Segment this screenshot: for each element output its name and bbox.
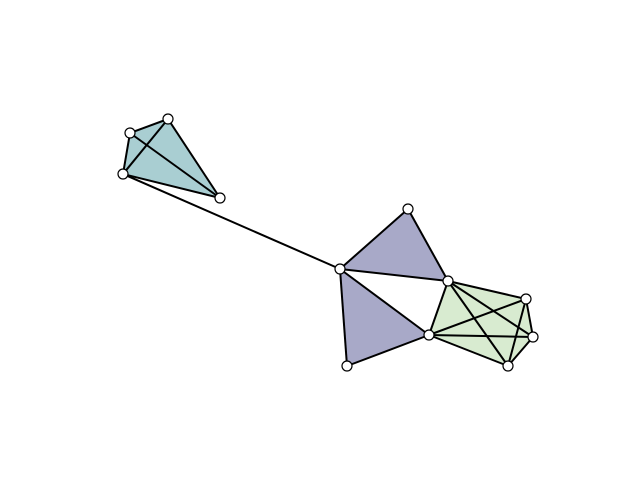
edge-a-d [122,173,221,199]
node-j [520,293,532,305]
group-hull-1 [123,119,220,198]
edge-g-l [447,280,509,367]
edge-i-l [428,334,509,367]
edge-e-g [339,268,449,282]
node-g [442,275,454,287]
edge-b-c [129,118,169,134]
node-h [341,360,353,372]
node-e [334,263,346,275]
edge-b-d [122,118,169,175]
node-i [423,329,435,341]
edge-h-i [346,334,430,367]
edge-a-c [129,132,221,199]
edge-d-e [122,173,341,270]
edge-e-i [339,268,430,336]
group-hull-3 [340,269,429,366]
edge-c-d [122,132,131,175]
group-hull-2 [340,209,448,281]
node-c [124,127,136,139]
edge-f-g [407,208,449,282]
node-a [214,192,226,204]
graph-edges [122,118,534,367]
group-hulls [123,119,533,366]
edge-j-l [507,298,527,367]
group-hull-4 [429,281,533,366]
node-d [117,168,129,180]
edge-j-k [525,298,534,338]
edge-a-b [167,118,221,199]
edge-g-i [428,280,449,336]
node-l [502,360,514,372]
edge-k-l [507,336,534,367]
node-b [162,113,174,125]
node-k [527,331,539,343]
edge-i-j [428,298,527,336]
edge-e-h [339,268,348,367]
edge-e-f [339,208,409,270]
edge-g-j [447,280,527,300]
graph-nodes [117,113,539,372]
node-f [402,203,414,215]
